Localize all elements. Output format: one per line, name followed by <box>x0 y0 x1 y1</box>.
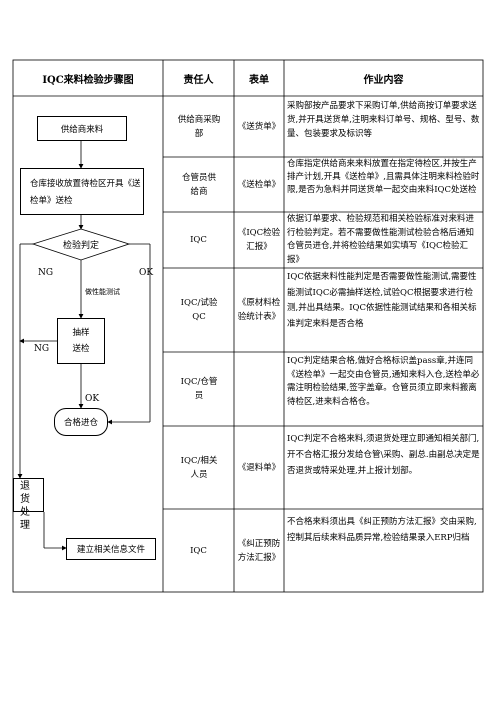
warehouse-receive-label: 仓库接收放置待检区开具《送检单》送检 <box>30 179 141 206</box>
ok-second-label: OK <box>85 394 100 404</box>
row3-content: 依据订单要求、检验规范和相关检验标准对来料进行检验判定。若不需要做性能测试检验合… <box>287 214 475 265</box>
row5-content: IQC判定结果合格,做好合格标识盖pass章,并连同《送检单》一起交由仓管员,通… <box>287 356 480 407</box>
warehouse-receive-box: 仓库接收放置待检区开具《送检单》送检 <box>20 168 144 215</box>
flow-connectors <box>17 141 151 551</box>
header-flow-title: IQC来料检验步骤图 <box>42 74 134 86</box>
ng-second-label: NG <box>34 344 50 354</box>
row3-form: 《IQC检验汇报》 <box>237 228 281 252</box>
row4-person: IQC/试验QC <box>180 298 218 322</box>
row1-form: 《送货单》 <box>237 121 281 132</box>
header-content: 作业内容 <box>363 74 404 86</box>
return-handle-box <box>13 478 44 512</box>
header-form: 表单 <box>249 74 269 86</box>
row2-form: 《送检单》 <box>237 179 281 190</box>
row6-person: IQC/相关人员 <box>180 455 218 480</box>
ok-right-label: OK <box>139 268 154 278</box>
row4-form: 《原材料检验统计表》 <box>237 298 281 322</box>
qualified-store-box: 合格进仓 <box>54 408 108 436</box>
row7-content: 不合格来料须出具《纠正预防方法汇报》交由采购,控制其后续来料品质异常,检验结果录… <box>287 517 477 543</box>
create-file-box: 建立相关信息文件 <box>66 538 156 560</box>
row6-form: 《退料单》 <box>237 462 281 473</box>
sampling-box: 抽样送检 <box>57 318 105 364</box>
row2-content: 仓库指定供给商来来料放置在指定待检区,并按生产排产计划,开具《送检单》,且需具体… <box>287 159 480 195</box>
performance-test-label: 做性能测试 <box>85 288 120 296</box>
row1-person: 供给商采购部 <box>177 114 221 139</box>
return-handle-label: 退货处理 <box>20 481 30 531</box>
row7-person: IQC <box>190 545 207 556</box>
sampling-label: 抽样送检 <box>72 328 90 354</box>
row7-form: 《纠正预防方法汇报》 <box>237 538 281 563</box>
row3-person: IQC <box>190 235 207 245</box>
header-person: 责任人 <box>183 74 214 86</box>
row6-content: IQC判定不合格来料,须退货处理立即通知相关部门,开不合格汇报分发给仓管\采购、… <box>287 434 480 476</box>
row1-content: 采购部按产品要求下采购订单,供给商按订单要求送货,并开具送货单,注明来料订单号、… <box>287 101 480 139</box>
row4-content: IQC依据来料性能判定是否需要做性能测试,需要性能测试IQC必需抽样送检,试验Q… <box>287 272 477 329</box>
row2-person: 仓管员供给商 <box>181 172 216 197</box>
row5-person: IQC/仓管员 <box>180 377 218 401</box>
supplier-delivery-box: 供给商来料 <box>37 116 127 141</box>
decision-label: 检验判定 <box>62 240 99 251</box>
decision-diamond <box>31 228 131 261</box>
ng-left-label: NG <box>38 268 54 278</box>
